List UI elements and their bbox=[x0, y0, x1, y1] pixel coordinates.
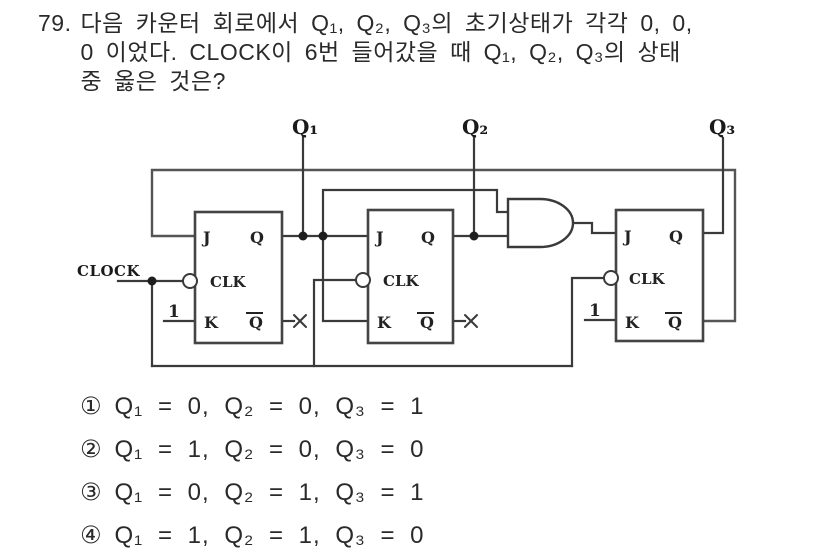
k1-constant-label: 1 bbox=[168, 302, 180, 322]
ff3-j-pin-label: J bbox=[622, 227, 632, 246]
ff1-q-pin-label: Q bbox=[250, 228, 264, 247]
answer-choice-4: ④ Q₁ = 1, Q₂ = 1, Q₃ = 0 bbox=[80, 521, 424, 553]
ff1-k-pin-label: K bbox=[204, 313, 219, 332]
q2-output-label: Q₂ bbox=[462, 115, 488, 139]
choice-3-text: Q₁ = 0, Q₂ = 1, Q₃ = 1 bbox=[114, 479, 425, 506]
qbar2-unconnected bbox=[451, 314, 478, 328]
jk-flipflop-1: J Q CLK K Q bbox=[182, 210, 284, 345]
answer-choices: ① Q₁ = 0, Q₂ = 0, Q₃ = 1 ② Q₁ = 1, Q₂ = … bbox=[80, 392, 424, 553]
question-line-2: 0 이었다. CLOCK이 6번 들어갔을 때 Q₁, Q₂, Q₃의 상태 bbox=[80, 39, 681, 65]
ff1-clk-bubble bbox=[182, 273, 198, 289]
question-text: 다음 카운터 회로에서 Q₁, Q₂, Q₃의 초기상태가 각각 0, 0, 0… bbox=[80, 9, 692, 96]
and-output-wire bbox=[571, 221, 618, 235]
q1-output-label: Q₁ bbox=[292, 115, 318, 139]
answer-choice-2: ② Q₁ = 1, Q₂ = 0, Q₃ = 0 bbox=[80, 435, 424, 478]
feedback-wire-qbar3-to-j1 bbox=[150, 168, 737, 323]
clock-wires bbox=[116, 276, 606, 368]
choice-1-text: Q₁ = 0, Q₂ = 0, Q₃ = 1 bbox=[114, 393, 425, 420]
and-gate bbox=[506, 197, 575, 249]
ff3-clk-bubble bbox=[603, 270, 619, 286]
q1-wires bbox=[280, 135, 510, 323]
choice-2-text: Q₁ = 1, Q₂ = 0, Q₃ = 0 bbox=[114, 436, 425, 463]
clock-label: CLOCK bbox=[77, 262, 140, 280]
q1-branch-dot bbox=[318, 231, 328, 241]
k3-constant-label: 1 bbox=[589, 301, 601, 321]
q2-junction-dot bbox=[469, 231, 479, 241]
ff2-k-pin-label: K bbox=[377, 313, 392, 332]
ff3-clk-pin-label: CLK bbox=[629, 270, 665, 288]
clock-junction-dot bbox=[147, 276, 157, 286]
answer-choice-3: ③ Q₁ = 0, Q₂ = 1, Q₃ = 1 bbox=[80, 478, 424, 521]
choice-4-marker: ④ bbox=[80, 522, 102, 549]
question-block: 79. 다음 카운터 회로에서 Q₁, Q₂, Q₃의 초기상태가 각각 0, … bbox=[38, 9, 693, 96]
k1-constant-input: 1 bbox=[162, 302, 197, 323]
ff1-j-pin-label: J bbox=[201, 228, 211, 247]
choice-1-marker: ① bbox=[80, 393, 102, 420]
q2-wires bbox=[451, 135, 510, 241]
ff2-q-pin-label: Q bbox=[421, 228, 435, 247]
q1-junction-dot bbox=[298, 231, 308, 241]
ff3-q-pin-label: Q bbox=[669, 227, 683, 246]
ff3-qbar-pin-label: Q bbox=[668, 313, 682, 332]
ff2-qbar-pin-label: Q bbox=[420, 313, 434, 332]
ff1-qbar-pin-label: Q bbox=[249, 313, 263, 332]
q3-output-label: Q₃ bbox=[709, 115, 735, 139]
k3-constant-input: 1 bbox=[583, 301, 618, 322]
ff2-clk-bubble bbox=[355, 272, 371, 288]
jk-flipflop-3: J Q CLK K Q bbox=[603, 208, 705, 343]
choice-2-marker: ② bbox=[80, 436, 102, 463]
question-line-1: 다음 카운터 회로에서 Q₁, Q₂, Q₃의 초기상태가 각각 0, 0, bbox=[80, 10, 693, 36]
ff1-clk-pin-label: CLK bbox=[210, 273, 246, 291]
ff3-k-pin-label: K bbox=[625, 313, 640, 332]
q3-wires bbox=[701, 136, 725, 235]
question-number: 79. bbox=[38, 10, 72, 36]
question-line-3: 중 옳은 것은? bbox=[80, 68, 226, 94]
qbar1-unconnected bbox=[280, 314, 307, 328]
answer-choice-1: ① Q₁ = 0, Q₂ = 0, Q₃ = 1 bbox=[80, 392, 424, 435]
choice-3-marker: ③ bbox=[80, 479, 102, 506]
ff2-clk-pin-label: CLK bbox=[383, 272, 419, 290]
jk-flipflop-2: J Q CLK K Q bbox=[355, 208, 455, 345]
ff2-j-pin-label: J bbox=[374, 228, 384, 247]
choice-4-text: Q₁ = 1, Q₂ = 1, Q₃ = 0 bbox=[114, 522, 425, 549]
